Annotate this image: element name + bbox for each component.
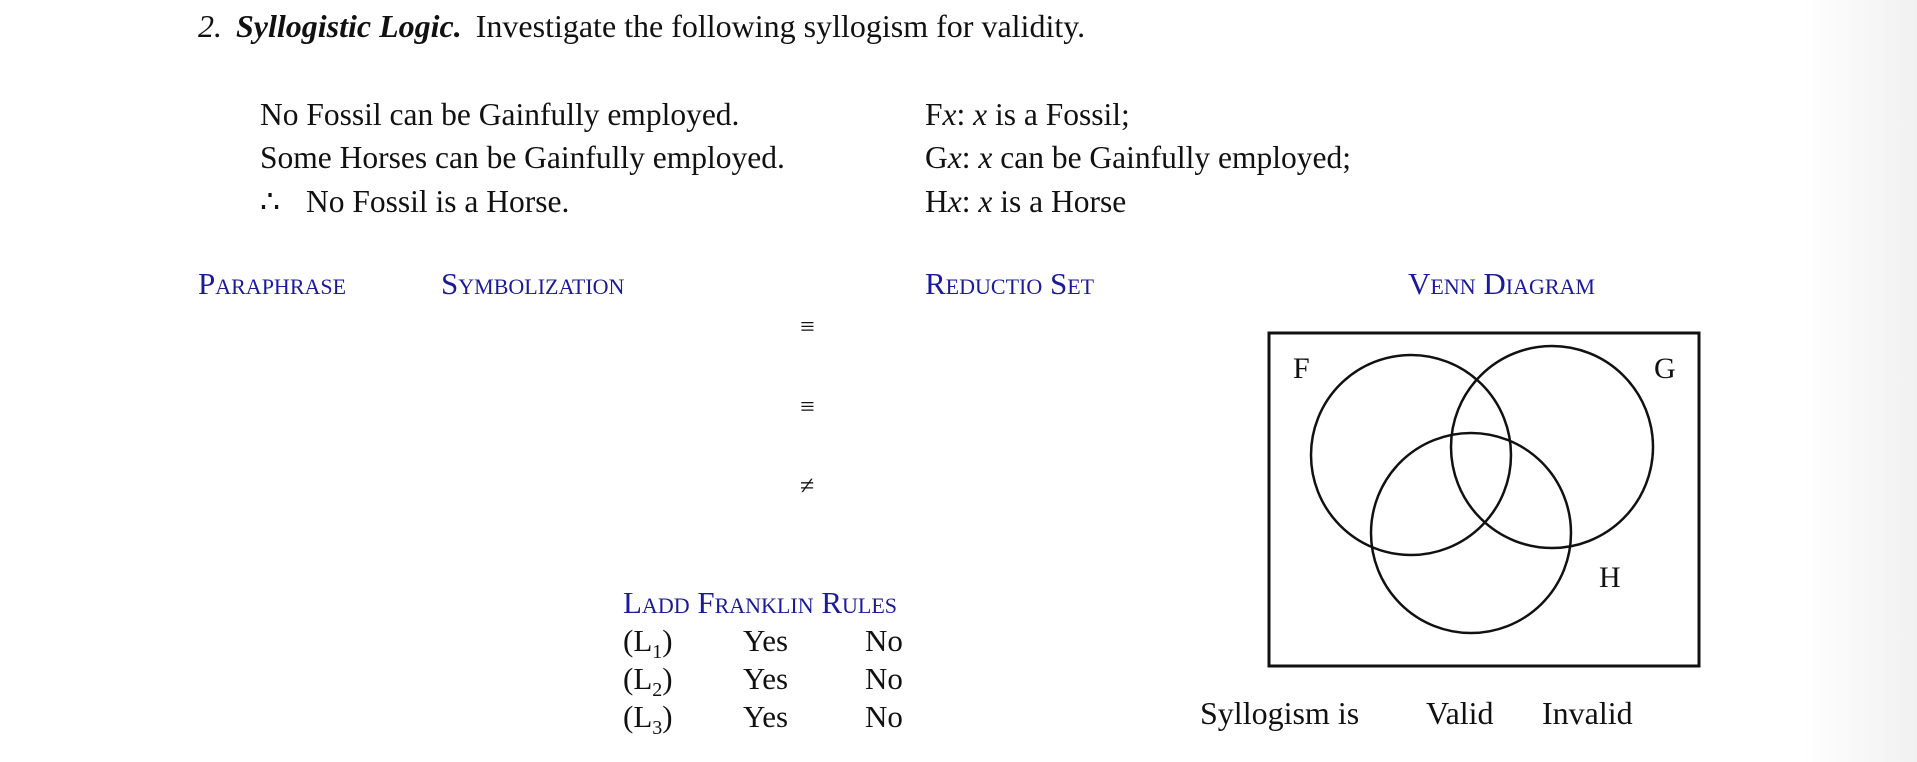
rule-l3-yes[interactable]: Yes — [743, 699, 789, 734]
conclusion: No Fossil is a Horse. — [306, 184, 570, 219]
venn-label-f: F — [1293, 352, 1310, 385]
equivalence-mark-2: ≡ — [800, 392, 815, 421]
venn-diagram: F G H — [1267, 331, 1701, 668]
equivalence-mark-1: ≡ — [800, 312, 815, 341]
header-paraphrase: Paraphrase — [198, 266, 347, 301]
header-reductio-set: Reductio Set — [925, 266, 1095, 301]
header-symbolization: Symbolization — [441, 266, 625, 301]
nonequivalence-mark: ≠ — [800, 471, 815, 500]
dictionary-entry-f: Fx: x is a Fossil; — [925, 97, 1130, 132]
rule-row-l2: (L2) — [623, 661, 673, 702]
therefore-symbol: ∴ — [260, 184, 281, 219]
venn-circle-f — [1309, 353, 1513, 557]
conclusion-line: ∴ No Fossil is a Horse. — [260, 184, 569, 220]
venn-circle-g — [1449, 344, 1655, 550]
rule-l1-yes[interactable]: Yes — [743, 623, 789, 658]
question-title: Syllogistic Logic. — [236, 8, 462, 44]
verdict-prefix: Syllogism is — [1200, 695, 1360, 731]
premise-2: Some Horses can be Gainfully employed. — [260, 140, 785, 175]
rule-l2-yes[interactable]: Yes — [743, 661, 789, 696]
rule-l1-no[interactable]: No — [865, 623, 903, 658]
venn-label-g: G — [1654, 352, 1676, 385]
premise-1: No Fossil can be Gainfully employed. — [260, 97, 740, 132]
verdict-invalid[interactable]: Invalid — [1542, 695, 1633, 731]
venn-label-h: H — [1599, 561, 1621, 594]
rule-l2-no[interactable]: No — [865, 661, 903, 696]
question-instruction: Investigate the following syllogism for … — [475, 8, 1086, 44]
question-line: 2. Syllogistic Logic. Investigate the foll… — [198, 8, 1085, 45]
dictionary-entry-h: Hx: x is a Horse — [925, 184, 1127, 219]
dictionary-entry-g: Gx: x can be Gainfully employed; — [925, 140, 1351, 175]
verdict-valid[interactable]: Valid — [1426, 695, 1494, 731]
venn-universe-box — [1267, 331, 1701, 668]
question-number: 2. — [198, 8, 222, 44]
ladd-franklin-title: Ladd Franklin Rules — [623, 585, 898, 620]
rule-row-l1: (L1) — [623, 623, 673, 664]
rule-l3-no[interactable]: No — [865, 699, 903, 734]
header-venn-diagram: Venn Diagram — [1408, 266, 1595, 301]
rule-row-l3: (L3) — [623, 699, 673, 740]
venn-circle-h — [1369, 431, 1573, 635]
